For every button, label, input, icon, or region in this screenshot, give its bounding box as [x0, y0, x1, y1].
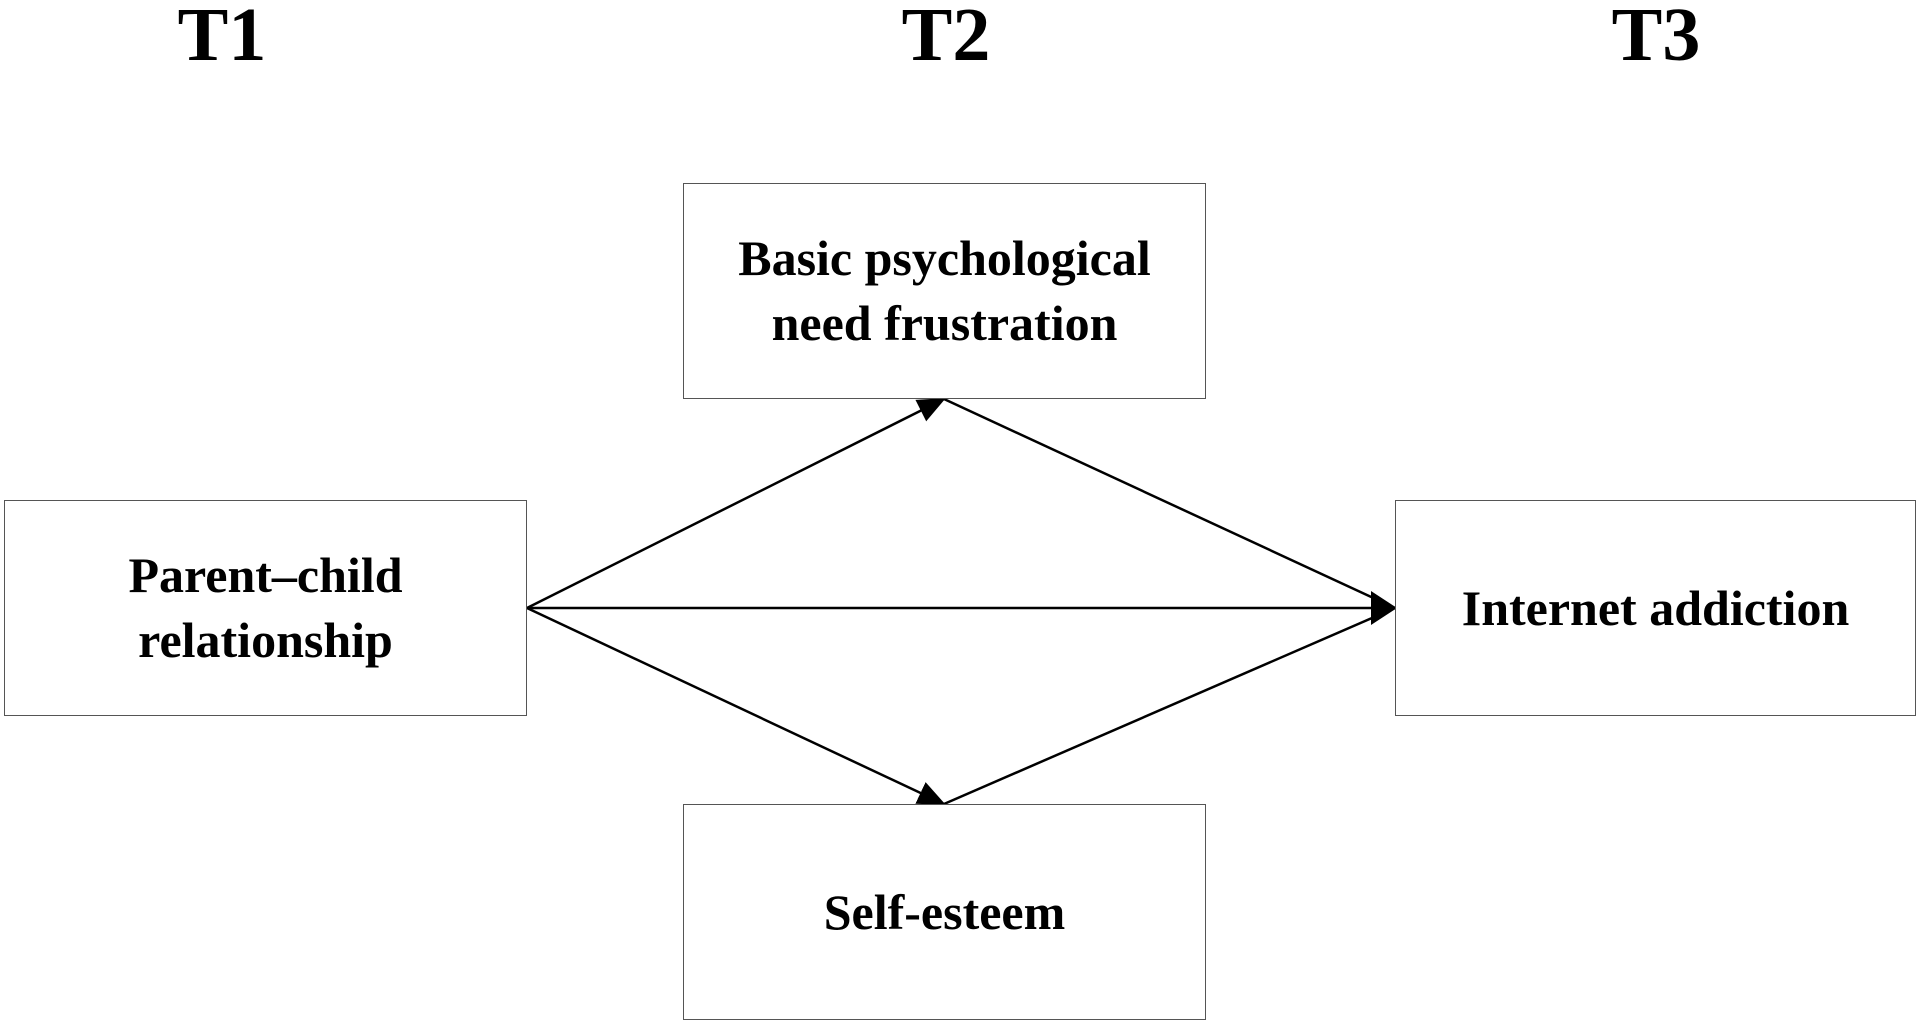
node-self-esteem-label: Self-esteem [823, 883, 1066, 940]
time-point-t2: T2 [901, 0, 991, 77]
node-parent-child-line2: relationship [138, 612, 393, 668]
arrow-parent-to-self-esteem [526, 606, 946, 806]
node-basic-psychological-need-frustration: Basic psychological need frustration [683, 183, 1206, 399]
node-parent-child-line1: Parent–child [128, 547, 403, 603]
node-internet-addiction: Internet addiction [1395, 500, 1916, 716]
node-parent-child-relationship: Parent–child relationship [4, 500, 527, 716]
arrow-self-esteem-to-internet [943, 606, 1396, 806]
node-bpnf-line1: Basic psychological [738, 230, 1151, 286]
node-internet-addiction-label: Internet addiction [1461, 579, 1850, 636]
arrow-bpnf-to-internet [943, 397, 1396, 610]
time-point-t1: T1 [177, 0, 267, 77]
arrow-parent-to-bpnf [526, 397, 946, 610]
time-point-t3: T3 [1611, 0, 1701, 77]
node-bpnf-line2: need frustration [771, 295, 1118, 351]
node-self-esteem: Self-esteem [683, 804, 1206, 1020]
